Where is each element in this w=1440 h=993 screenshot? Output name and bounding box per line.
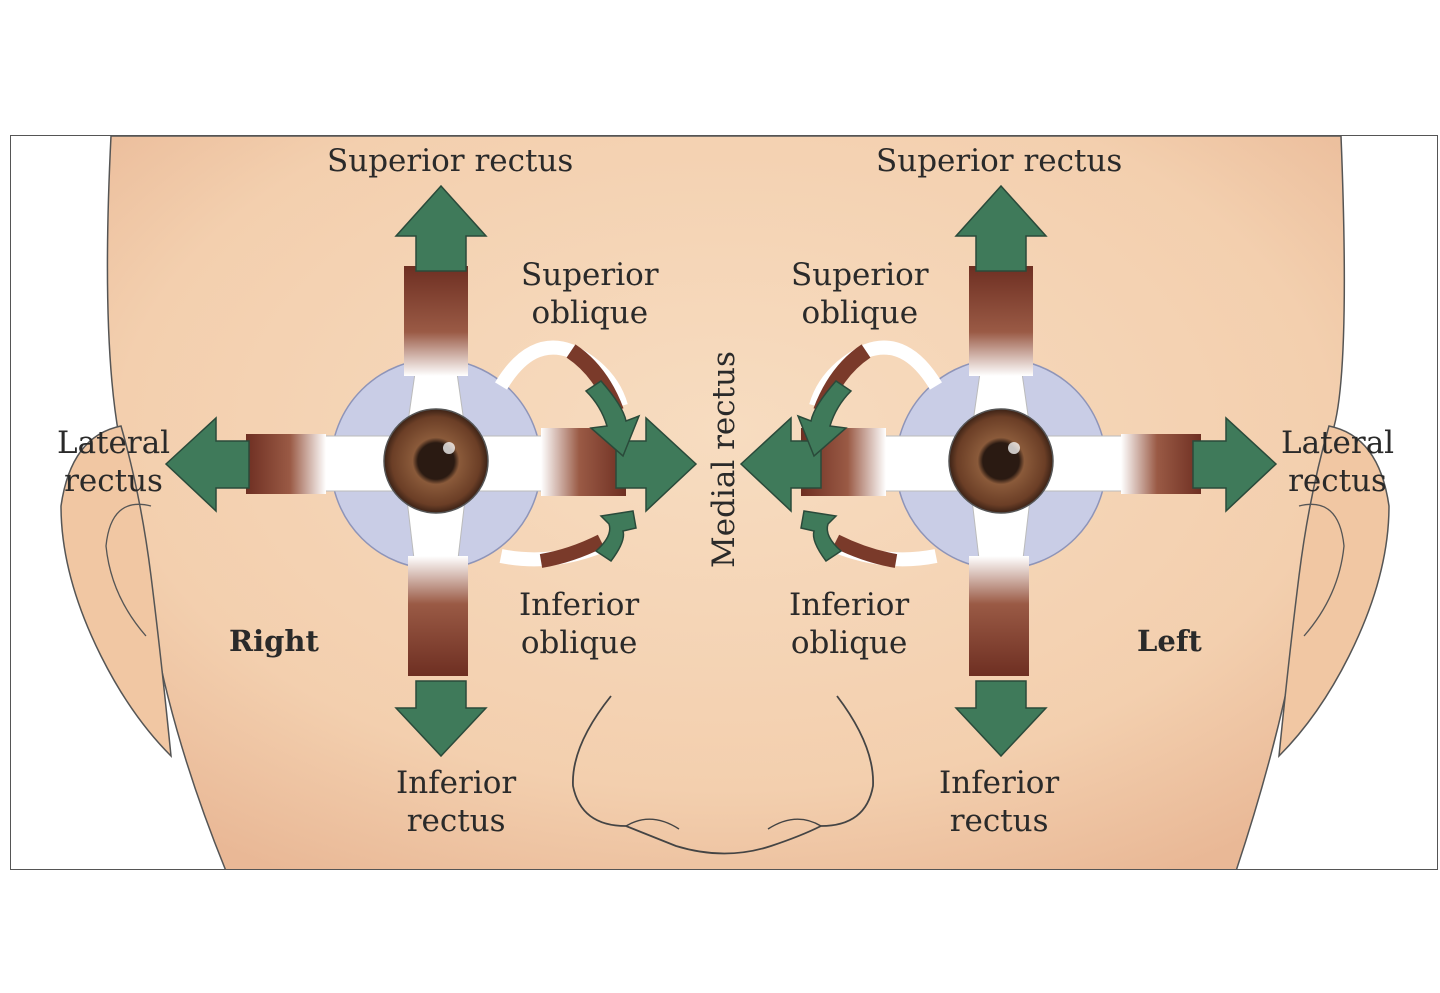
- left-medial-rectus-arrow: [739, 416, 822, 513]
- nose: [572, 695, 874, 855]
- right-pupil-highlight: [443, 442, 455, 454]
- right-medial-rectus-arrow: [615, 416, 698, 513]
- right-lateral-rectus-arrow: [164, 416, 250, 513]
- right-lateral-rectus-label: Lateral rectus: [57, 425, 171, 499]
- left-superior-oblique-arrow: [796, 380, 853, 458]
- right-superior-oblique-label: Superior oblique: [521, 257, 659, 331]
- left-lateral-rectus-label: Lateral rectus: [1281, 425, 1395, 499]
- left-inferior-rectus-label: Inferior rectus: [939, 765, 1060, 839]
- left-inferior-oblique-arrow: [800, 510, 843, 563]
- left-superior-rectus-label: Superior rectus: [876, 143, 1123, 179]
- left-pupil-highlight: [1008, 442, 1020, 454]
- right-inferior-rectus-arrow: [394, 680, 488, 758]
- diagram-frame: Superior rectus Superior rectus Superior…: [10, 135, 1438, 870]
- left-ear-inner: [1298, 503, 1345, 637]
- left-side-label: Left: [1137, 624, 1202, 658]
- right-iris: [383, 408, 489, 514]
- right-lateral-rectus-muscle: [246, 434, 326, 494]
- left-iris: [948, 408, 1054, 514]
- left-ear: [1278, 425, 1390, 759]
- right-inferior-rectus-label: Inferior rectus: [396, 765, 517, 839]
- right-superior-oblique-arrow: [584, 380, 641, 458]
- right-inferior-rectus-muscle: [408, 556, 468, 676]
- nostril-left: [625, 818, 680, 830]
- left-superior-oblique-label: Superior oblique: [791, 257, 929, 331]
- right-side-label: Right: [229, 624, 319, 658]
- left-superior-rectus-arrow: [954, 184, 1048, 272]
- left-inferior-oblique-label: Inferior oblique: [789, 587, 910, 661]
- left-inferior-rectus-muscle: [969, 556, 1029, 676]
- right-superior-rectus-arrow: [394, 184, 488, 272]
- right-ear: [60, 425, 172, 759]
- right-inferior-oblique-arrow: [594, 510, 637, 563]
- right-inferior-oblique-band: [539, 534, 605, 568]
- left-inferior-rectus-arrow: [954, 680, 1048, 758]
- left-superior-rectus-muscle: [969, 266, 1033, 376]
- left-lateral-rectus-muscle: [1121, 434, 1201, 494]
- left-inferior-oblique-band: [832, 534, 898, 568]
- nostril-right: [767, 818, 822, 830]
- right-superior-rectus-muscle: [404, 266, 468, 376]
- left-lateral-rectus-arrow: [1192, 416, 1278, 513]
- eye-muscles-illustration: [60, 136, 1390, 869]
- right-superior-rectus-label: Superior rectus: [327, 143, 574, 179]
- right-eye-group: [246, 266, 628, 676]
- medial-rectus-label: Medial rectus: [706, 351, 742, 568]
- right-inferior-oblique-label: Inferior oblique: [519, 587, 640, 661]
- right-ear-inner: [105, 503, 152, 637]
